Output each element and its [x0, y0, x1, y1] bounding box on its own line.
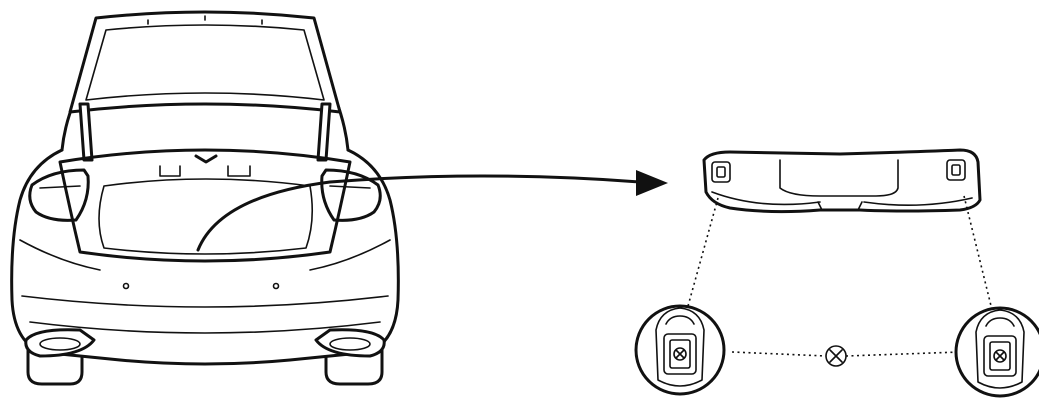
left-clip-detail-icon	[636, 306, 724, 394]
trunk-trim-panel-icon	[704, 150, 980, 212]
leader-lines	[688, 196, 994, 356]
sedan-rear-view-icon	[12, 12, 399, 384]
circled-x-icon	[826, 346, 846, 366]
right-clip-detail-icon	[956, 308, 1039, 396]
